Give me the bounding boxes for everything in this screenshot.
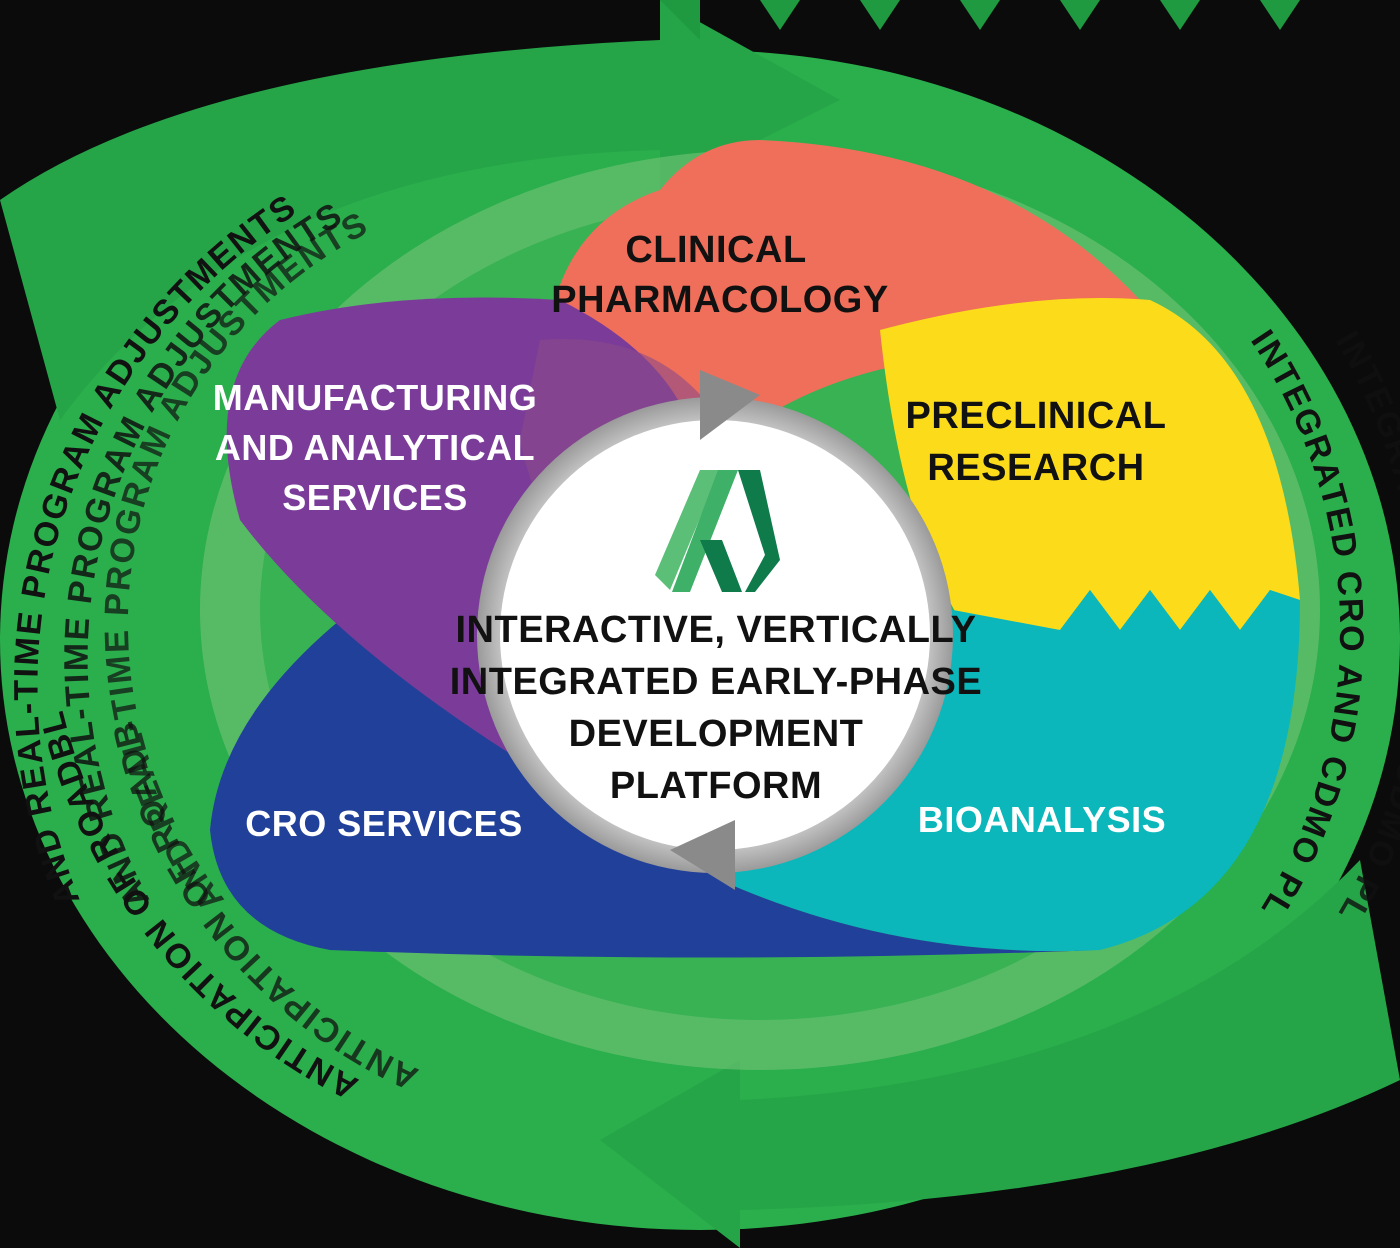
svg-text:BIOANALYSIS: BIOANALYSIS: [918, 799, 1166, 840]
label-preclinical: PRECLINICAL RESEARCH: [906, 395, 1167, 489]
segment-preclinical: [880, 298, 1300, 630]
svg-text:SERVICES: SERVICES: [282, 477, 467, 518]
label-clinical: CLINICAL PHARMACOLOGY: [551, 229, 888, 321]
svg-text:INTERACTIVE, VERTICALLY: INTERACTIVE, VERTICALLY: [455, 609, 976, 651]
svg-text:PRECLINICAL: PRECLINICAL: [906, 395, 1167, 437]
svg-text:RESEARCH: RESEARCH: [927, 447, 1144, 489]
svg-text:INTEGRATED EARLY-PHASE: INTEGRATED EARLY-PHASE: [450, 661, 983, 703]
svg-text:PHARMACOLOGY: PHARMACOLOGY: [551, 279, 888, 321]
svg-text:DEVELOPMENT: DEVELOPMENT: [569, 713, 864, 755]
svg-text:CLINICAL: CLINICAL: [625, 229, 806, 271]
center-ring: [477, 370, 953, 890]
svg-text:CRO SERVICES: CRO SERVICES: [245, 803, 522, 844]
ring-arrow-top-icon: [700, 370, 760, 440]
label-bioanalysis: BIOANALYSIS: [918, 799, 1166, 840]
label-manufacturing: MANUFACTURING AND ANALYTICAL SERVICES: [213, 377, 537, 518]
stylized-a-logo: [655, 470, 780, 592]
svg-text:MANUFACTURING: MANUFACTURING: [213, 377, 537, 418]
svg-text:AND ANALYTICAL: AND ANALYTICAL: [215, 427, 535, 468]
center-title: INTERACTIVE, VERTICALLY INTEGRATED EARLY…: [450, 609, 983, 807]
ring-arrow-bottom-icon: [670, 820, 735, 890]
label-cro: CRO SERVICES: [245, 803, 522, 844]
svg-text:PLATFORM: PLATFORM: [610, 765, 822, 807]
